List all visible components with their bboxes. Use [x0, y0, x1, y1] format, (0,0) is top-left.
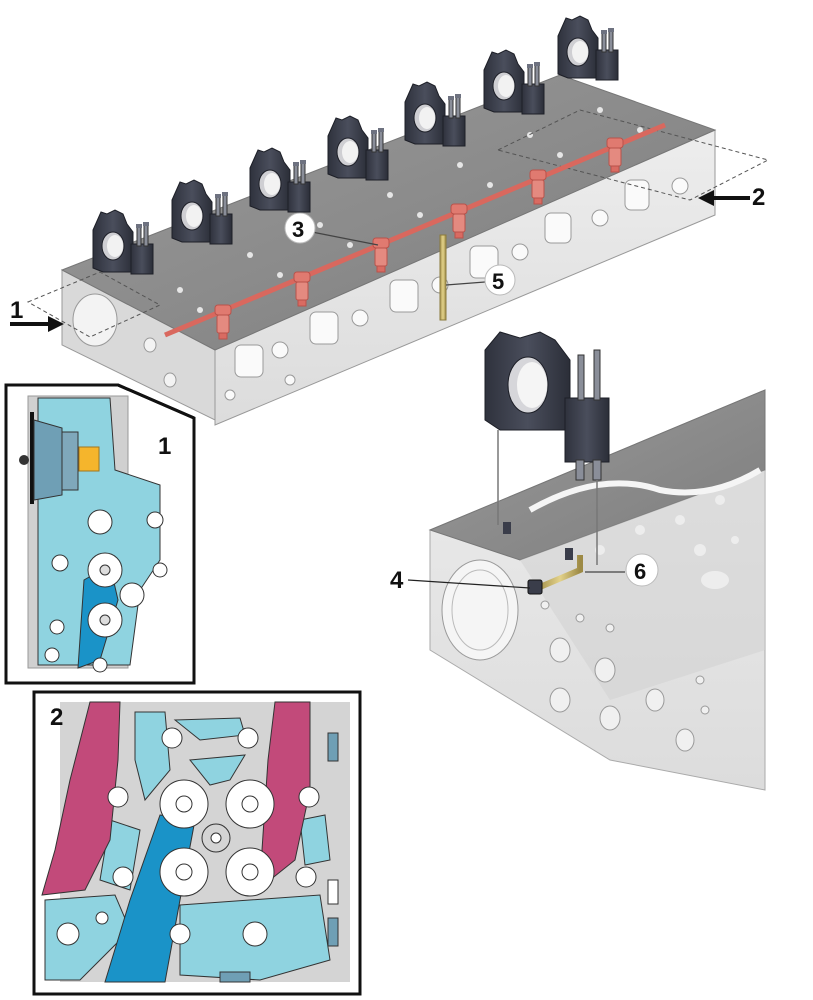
- cam-cap-6: [483, 49, 545, 115]
- cam-cap-1: [92, 209, 154, 275]
- callout-3-label: 3: [292, 217, 304, 242]
- inset-2-exhaust-right: [261, 701, 311, 881]
- cam-cap-4: [327, 115, 389, 181]
- detail-top-holes: [595, 495, 739, 589]
- detail-end-bore: [441, 559, 519, 661]
- detail-cam-cap: [484, 331, 610, 481]
- inset-1: 1: [4, 383, 196, 685]
- callout-6-label: 6: [634, 559, 646, 584]
- callout-5-label: 5: [492, 269, 504, 294]
- oil-pipe-6: [538, 555, 583, 590]
- detail-view: [428, 331, 766, 791]
- cam-cap-5: [404, 81, 466, 147]
- callout-6: 6: [585, 553, 659, 587]
- dowel-1: [503, 522, 511, 534]
- callout-4: 4: [390, 567, 531, 594]
- inset-1-label: 1: [158, 433, 171, 460]
- top-holes: [177, 107, 643, 313]
- callout-1: 1: [10, 297, 64, 332]
- cam-cap-3: [249, 147, 311, 213]
- end-bore: [72, 293, 118, 347]
- callout-1-label: 1: [10, 297, 23, 324]
- main-cylinder-head: [26, 15, 770, 426]
- detail-side-holes: [540, 600, 710, 752]
- fuel-rail: [164, 122, 666, 338]
- cam-cap-2: [171, 179, 233, 245]
- cam-cap-7: [557, 15, 619, 81]
- inset-2: 2: [32, 690, 362, 996]
- callout-2-label: 2: [752, 184, 765, 211]
- dowel-2: [565, 548, 573, 560]
- inset1-indicator: [26, 271, 162, 338]
- inset-2-label: 2: [50, 704, 63, 731]
- inset-1-orange-part: [78, 446, 100, 472]
- tube-5: [439, 234, 447, 321]
- callout-4-label: 4: [390, 567, 404, 594]
- callout-5: 5: [445, 264, 516, 296]
- head-top-face: [60, 74, 717, 351]
- inset-2-exhaust-left: [41, 701, 121, 896]
- callout-2: 2: [698, 184, 765, 211]
- plug-4: [527, 579, 543, 595]
- callout-3: 3: [284, 212, 379, 246]
